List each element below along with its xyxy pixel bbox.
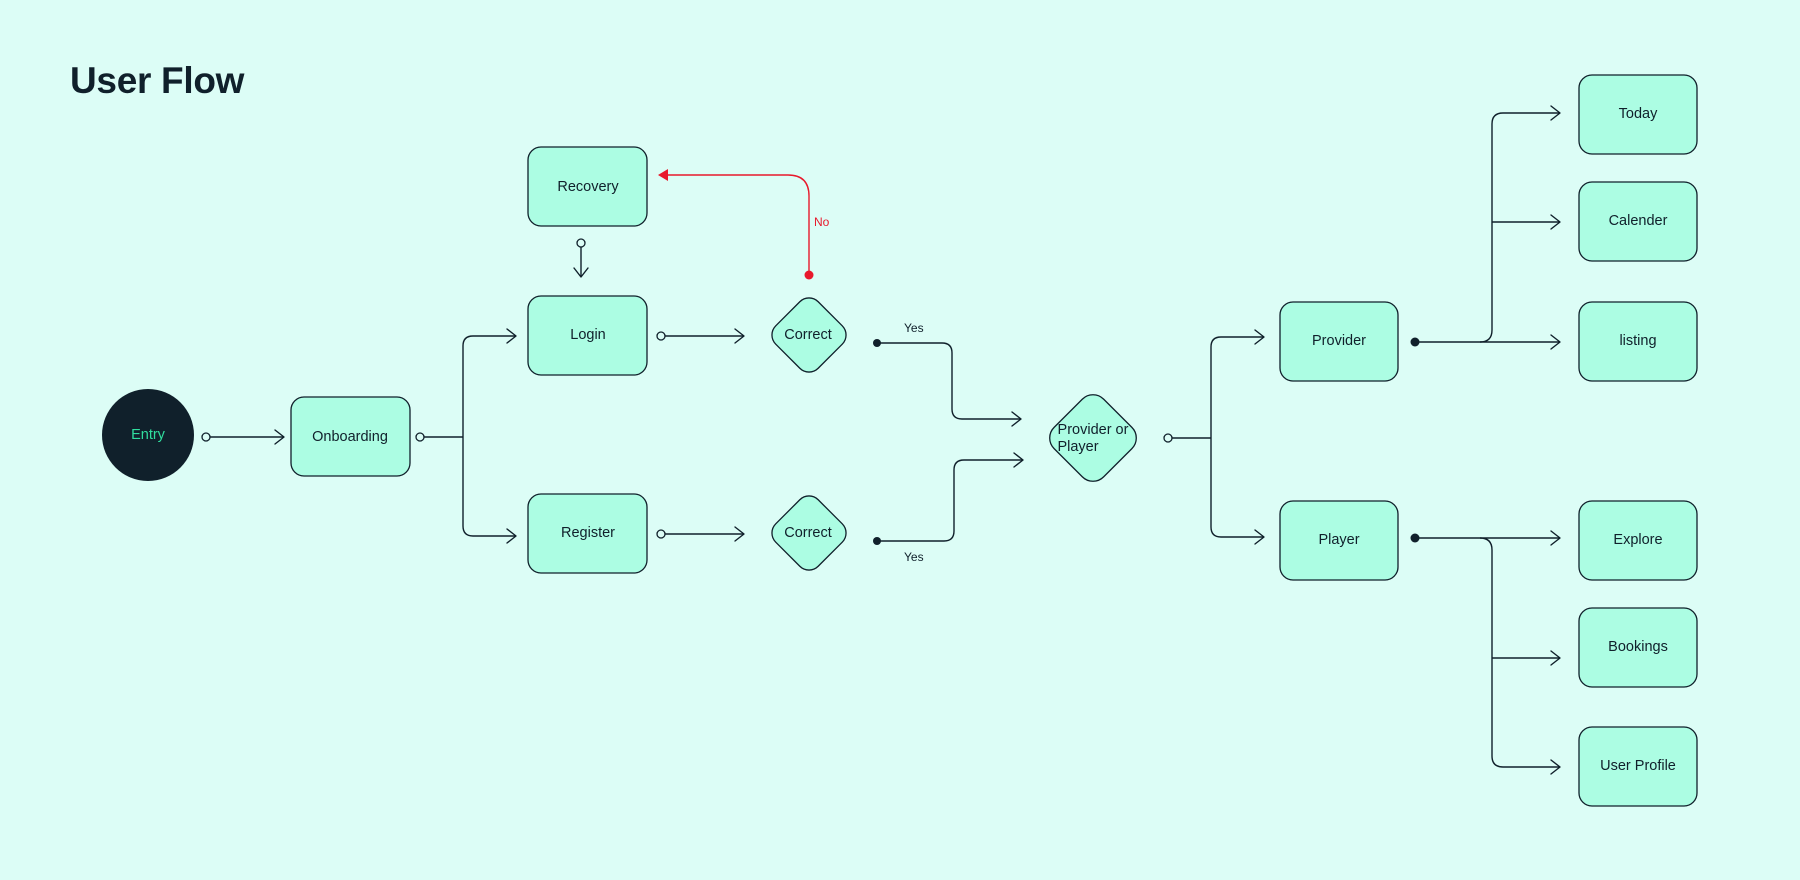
node-recovery-label: Recovery [557, 179, 619, 195]
node-listing[interactable]: listing [1578, 301, 1698, 382]
node-user-profile-label: User Profile [1600, 758, 1676, 774]
edge-onboarding-split [415, 328, 517, 544]
node-player-label: Player [1318, 532, 1359, 548]
edge-login-correct [656, 328, 745, 344]
node-listing-label: listing [1619, 333, 1656, 349]
edge-no-recovery [658, 169, 814, 280]
node-register[interactable]: Register [527, 493, 648, 574]
node-register-label: Register [561, 525, 615, 541]
edge-register-correct [656, 526, 745, 542]
node-decision-correct-register[interactable]: Correct [767, 491, 852, 576]
node-explore-label: Explore [1613, 532, 1662, 548]
node-decision-correct-login[interactable]: Correct [767, 293, 852, 378]
node-provider-label: Provider [1312, 333, 1366, 349]
edge-role-split [1163, 329, 1265, 545]
node-decision-role-label-line1: Provider or [1058, 422, 1129, 438]
edge-yes-top [873, 339, 1022, 427]
node-bookings[interactable]: Bookings [1578, 607, 1698, 688]
edge-label-no: No [814, 215, 830, 229]
node-login-label: Login [570, 327, 605, 343]
node-bookings-label: Bookings [1608, 639, 1668, 655]
node-decision-correct-register-label: Correct [784, 525, 832, 541]
edge-label-yes-top: Yes [904, 321, 924, 335]
node-decision-provider-or-player[interactable]: Provider or Player [1044, 389, 1143, 488]
edge-recovery-login [573, 238, 589, 278]
node-user-profile[interactable]: User Profile [1578, 726, 1698, 807]
edge-entry-onboarding [201, 429, 285, 445]
node-decision-role-label-line2: Player [1057, 439, 1098, 455]
node-today-label: Today [1619, 106, 1658, 122]
node-explore[interactable]: Explore [1578, 500, 1698, 581]
edge-label-yes-bottom: Yes [904, 550, 924, 564]
page-title: User Flow [70, 60, 245, 101]
edge-yes-bottom [873, 452, 1024, 545]
node-recovery[interactable]: Recovery [527, 146, 648, 227]
node-login[interactable]: Login [527, 295, 648, 376]
node-decision-correct-login-label: Correct [784, 327, 832, 343]
node-onboarding[interactable]: Onboarding [290, 396, 411, 477]
edge-player-screens [1410, 530, 1561, 775]
node-provider[interactable]: Provider [1279, 301, 1399, 382]
node-player[interactable]: Player [1279, 500, 1399, 581]
node-calender[interactable]: Calender [1578, 181, 1698, 262]
node-onboarding-label: Onboarding [312, 429, 388, 445]
node-today[interactable]: Today [1578, 74, 1698, 155]
node-entry[interactable]: Entry [102, 389, 194, 481]
node-calender-label: Calender [1609, 213, 1668, 229]
node-entry-label: Entry [131, 427, 166, 443]
edge-provider-screens [1410, 105, 1561, 350]
